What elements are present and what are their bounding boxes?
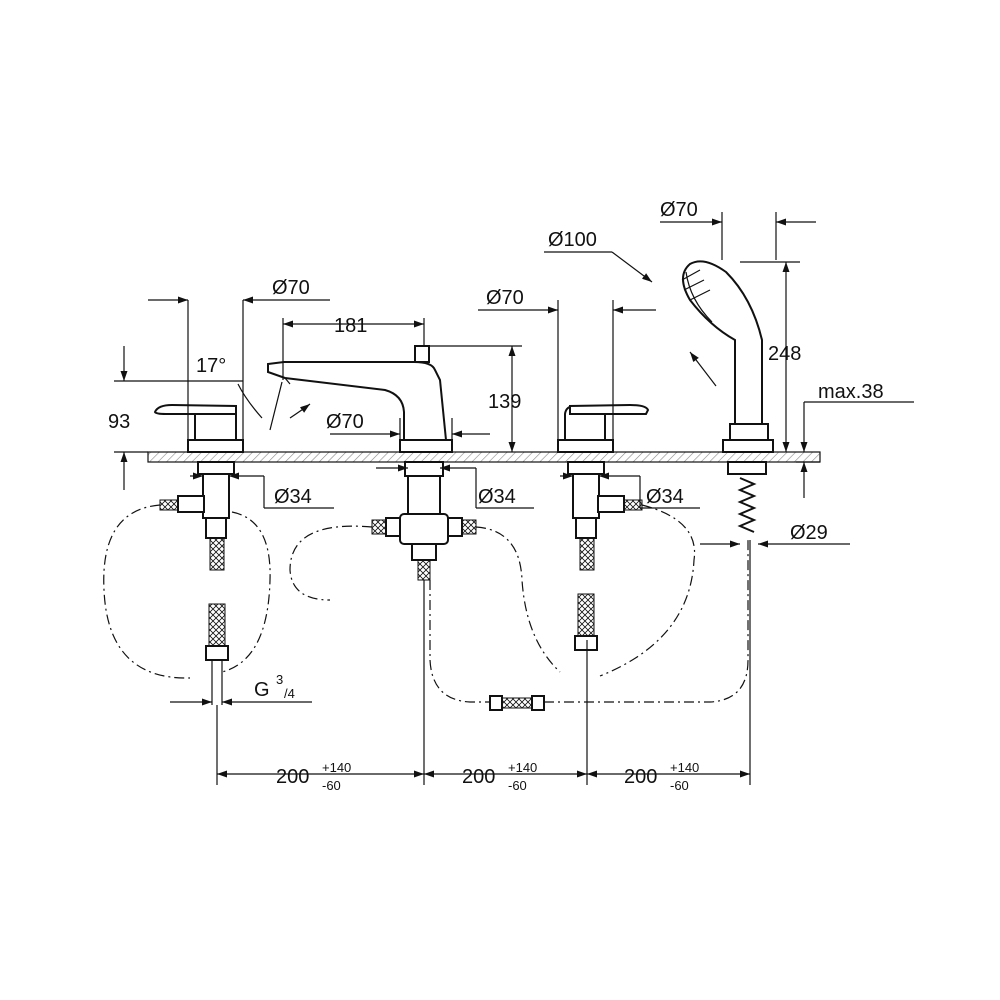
- left-handle-valve: [153, 403, 244, 571]
- label-93: 93: [108, 411, 130, 433]
- dim-d100: Ø100: [544, 229, 717, 387]
- label-d34-right: Ø34: [646, 486, 684, 508]
- dim-g34: G 3 /4: [170, 672, 312, 706]
- dim-17-degrees: 17°: [114, 355, 311, 431]
- right-handle-valve: [557, 403, 650, 571]
- label-181: 181: [334, 315, 367, 337]
- label-spacing-1: 200: [276, 766, 309, 788]
- label-d34-left: Ø34: [274, 486, 312, 508]
- label-g34-num: 3: [276, 672, 283, 687]
- label-248: 248: [768, 343, 801, 365]
- dim-d34-mid: Ø34: [376, 464, 534, 509]
- dim-d70-handshower: Ø70: [660, 199, 816, 260]
- label-g34-den: /4: [284, 686, 295, 701]
- dim-spacing: 200 +140 -60 200 +140 -60 200 +140 -60: [216, 540, 751, 793]
- label-d70-right: Ø70: [486, 287, 524, 309]
- label-spacing-3: 200: [624, 766, 657, 788]
- spout: [267, 345, 477, 581]
- hand-shower: [681, 260, 774, 533]
- dim-d34-right: Ø34: [560, 472, 700, 509]
- hose-left-loop: [103, 504, 271, 705]
- dim-93: 93: [108, 346, 148, 490]
- label-d70-base: Ø70: [326, 411, 364, 433]
- label-spacing-1-plus: +140: [322, 760, 351, 775]
- deck-plate: [147, 451, 821, 463]
- label-spacing-2-minus: -60: [508, 778, 527, 793]
- dim-max38: max.38: [796, 381, 914, 498]
- dim-181: 181: [282, 315, 425, 380]
- dim-d70-spout-top: Ø70: [148, 277, 330, 440]
- dim-d29: Ø29: [700, 522, 850, 548]
- dim-d70-handle-right: Ø70: [478, 287, 656, 440]
- label-d34-mid: Ø34: [478, 486, 516, 508]
- dim-d34-left: Ø34: [190, 472, 334, 509]
- label-spacing-2: 200: [462, 766, 495, 788]
- label-d29: Ø29: [790, 522, 828, 544]
- dim-d70-spout-base: Ø70: [326, 411, 490, 440]
- label-d70-handshower: Ø70: [660, 199, 698, 221]
- label-g34-main: G: [254, 679, 270, 701]
- label-d100: Ø100: [548, 229, 597, 251]
- label-d70-top: Ø70: [272, 277, 310, 299]
- dim-139: 139: [430, 345, 522, 452]
- label-spacing-1-minus: -60: [322, 778, 341, 793]
- label-spacing-3-plus: +140: [670, 760, 699, 775]
- label-139: 139: [488, 391, 521, 413]
- hose-center-loop: [289, 525, 749, 711]
- dim-248: 248: [740, 261, 801, 452]
- label-17deg: 17°: [196, 355, 226, 377]
- label-spacing-2-plus: +140: [508, 760, 537, 775]
- label-spacing-3-minus: -60: [670, 778, 689, 793]
- label-max38: max.38: [818, 381, 884, 403]
- hose-right-loop: [574, 504, 696, 677]
